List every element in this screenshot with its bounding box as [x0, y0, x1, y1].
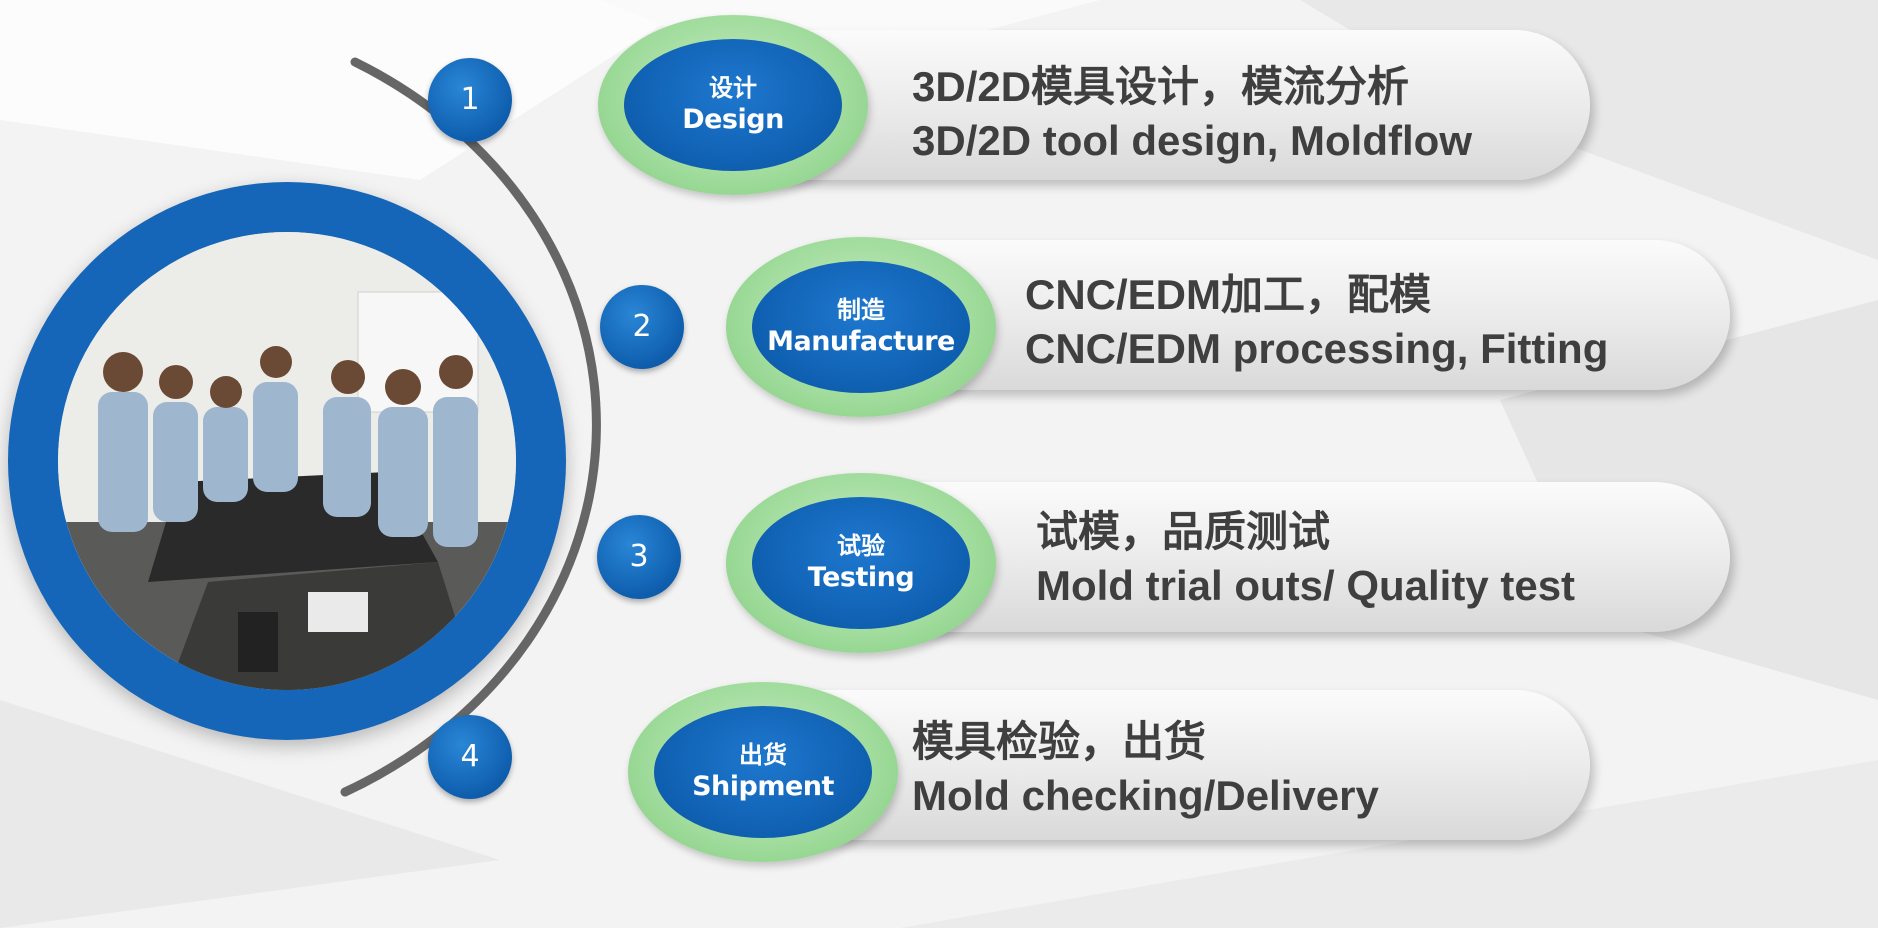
step-1-badge-center: 设计 Design	[624, 39, 842, 171]
step-2-description: CNC/EDM加工，配模 CNC/EDM processing, Fitting	[1025, 268, 1608, 376]
step-4-badge: 出货 Shipment	[628, 682, 898, 862]
step-3-badge-center: 试验 Testing	[752, 497, 970, 629]
step-2-en-label: Manufacture	[767, 326, 955, 357]
step-3-en-label: Testing	[807, 562, 915, 593]
team-photo	[58, 232, 516, 690]
step-1-number: 1	[428, 58, 512, 142]
step-3-line-zh: 试模，品质测试	[1036, 508, 1331, 555]
step-2-zh-label: 制造	[837, 296, 885, 324]
step-1-line-zh: 3D/2D模具设计，模流分析	[912, 63, 1410, 110]
step-1-zh-label: 设计	[709, 74, 757, 102]
step-4-en-label: Shipment	[692, 771, 834, 802]
step-1-line-en: 3D/2D tool design, Moldflow	[912, 117, 1472, 164]
step-2-badge: 制造 Manufacture	[726, 237, 996, 417]
step-4-line-en: Mold checking/Delivery	[912, 772, 1379, 819]
step-1-description: 3D/2D模具设计，模流分析 3D/2D tool design, Moldfl…	[912, 60, 1472, 168]
step-4-zh-label: 出货	[739, 741, 787, 769]
step-1-badge: 设计 Design	[598, 15, 868, 195]
step-3-zh-label: 试验	[837, 532, 885, 560]
step-3-badge: 试验 Testing	[726, 473, 996, 653]
step-3-line-en: Mold trial outs/ Quality test	[1036, 562, 1576, 609]
step-4-line-zh: 模具检验，出货	[912, 718, 1207, 765]
team-photo-frame	[8, 182, 566, 740]
step-4-badge-center: 出货 Shipment	[654, 706, 872, 838]
step-2-line-en: CNC/EDM processing, Fitting	[1025, 325, 1609, 372]
step-3-number: 3	[597, 515, 681, 599]
step-3-description: 试模，品质测试 Mold trial outs/ Quality test	[1036, 505, 1575, 613]
step-4-description: 模具检验，出货 Mold checking/Delivery	[912, 715, 1379, 823]
step-2-number: 2	[600, 285, 684, 369]
step-4-number: 4	[428, 715, 512, 799]
step-2-line-zh: CNC/EDM加工，配模	[1025, 271, 1431, 318]
step-1-en-label: Design	[682, 104, 784, 135]
step-2-badge-center: 制造 Manufacture	[752, 261, 970, 393]
